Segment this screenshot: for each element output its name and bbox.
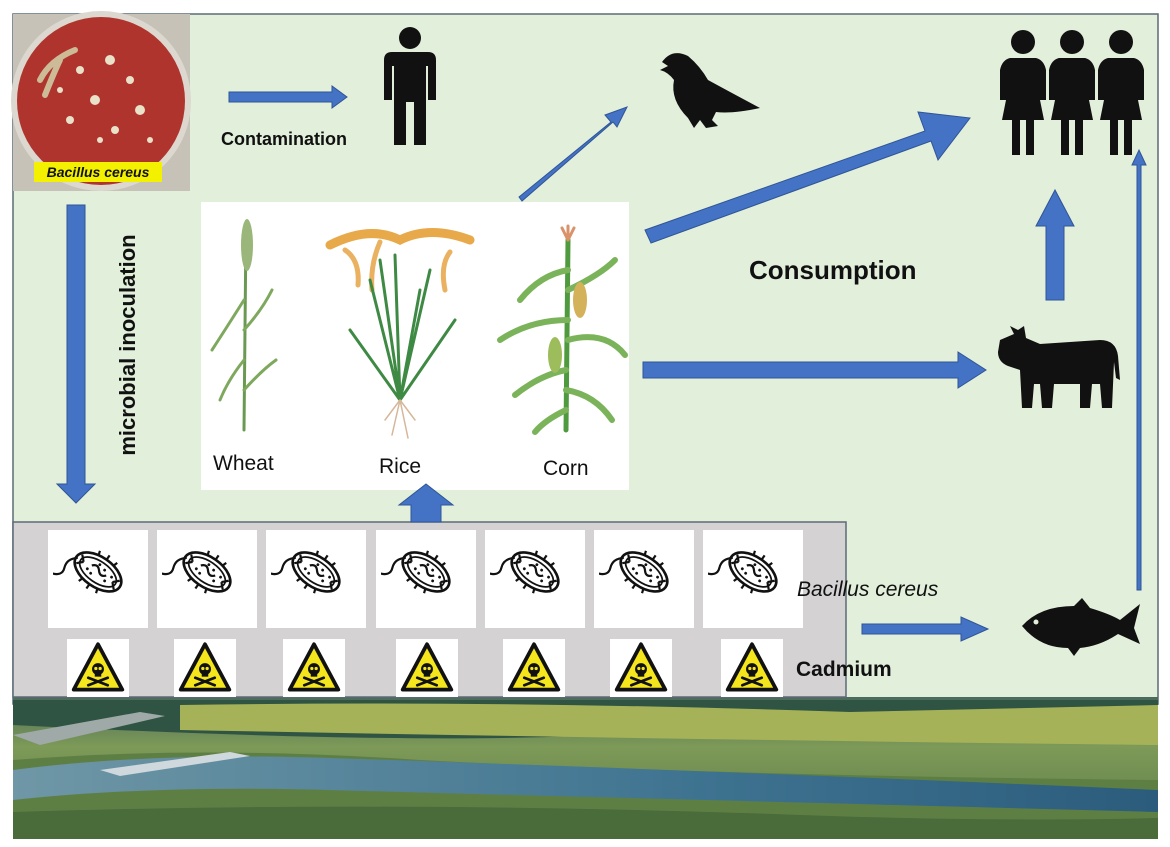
arrow-cow-to-people bbox=[1035, 188, 1075, 301]
bacteria-row bbox=[48, 530, 803, 628]
petri-dish-icon bbox=[11, 11, 191, 191]
landscape-photo bbox=[13, 697, 1158, 839]
rice-label: Rice bbox=[379, 455, 422, 478]
arrows bbox=[55, 85, 1147, 642]
arrow-to-bird bbox=[518, 106, 629, 202]
bird-icon bbox=[660, 53, 760, 128]
cow-icon bbox=[998, 326, 1120, 408]
arrow-uptake bbox=[397, 483, 455, 523]
person-icon bbox=[384, 27, 436, 145]
contamination-label: Contamination bbox=[221, 129, 347, 149]
consumption-label: Consumption bbox=[749, 255, 917, 285]
arrow-contamination bbox=[228, 85, 348, 109]
corn-plant-icon bbox=[497, 224, 628, 435]
rice-plant-icon bbox=[325, 228, 475, 439]
fish-icon bbox=[1022, 598, 1140, 656]
arrow-to-fish bbox=[861, 616, 990, 642]
corn-label: Corn bbox=[543, 457, 589, 480]
wheat-plant-icon bbox=[210, 219, 278, 432]
arrow-to-people bbox=[644, 111, 971, 244]
bacillus-label: Bacillus cereus bbox=[797, 578, 939, 601]
cadmium-label: Cadmium bbox=[796, 658, 892, 681]
arrow-fish-to-people bbox=[1131, 148, 1147, 591]
wheat-label: Wheat bbox=[213, 452, 274, 475]
inoculation-label: microbial inoculation bbox=[115, 234, 140, 456]
arrow-inoculation bbox=[55, 204, 97, 504]
hazard-row bbox=[67, 639, 783, 697]
arrow-to-cow bbox=[642, 351, 987, 389]
people-group-icon bbox=[1000, 30, 1144, 155]
plate-label: Bacillus cereus bbox=[34, 162, 162, 182]
